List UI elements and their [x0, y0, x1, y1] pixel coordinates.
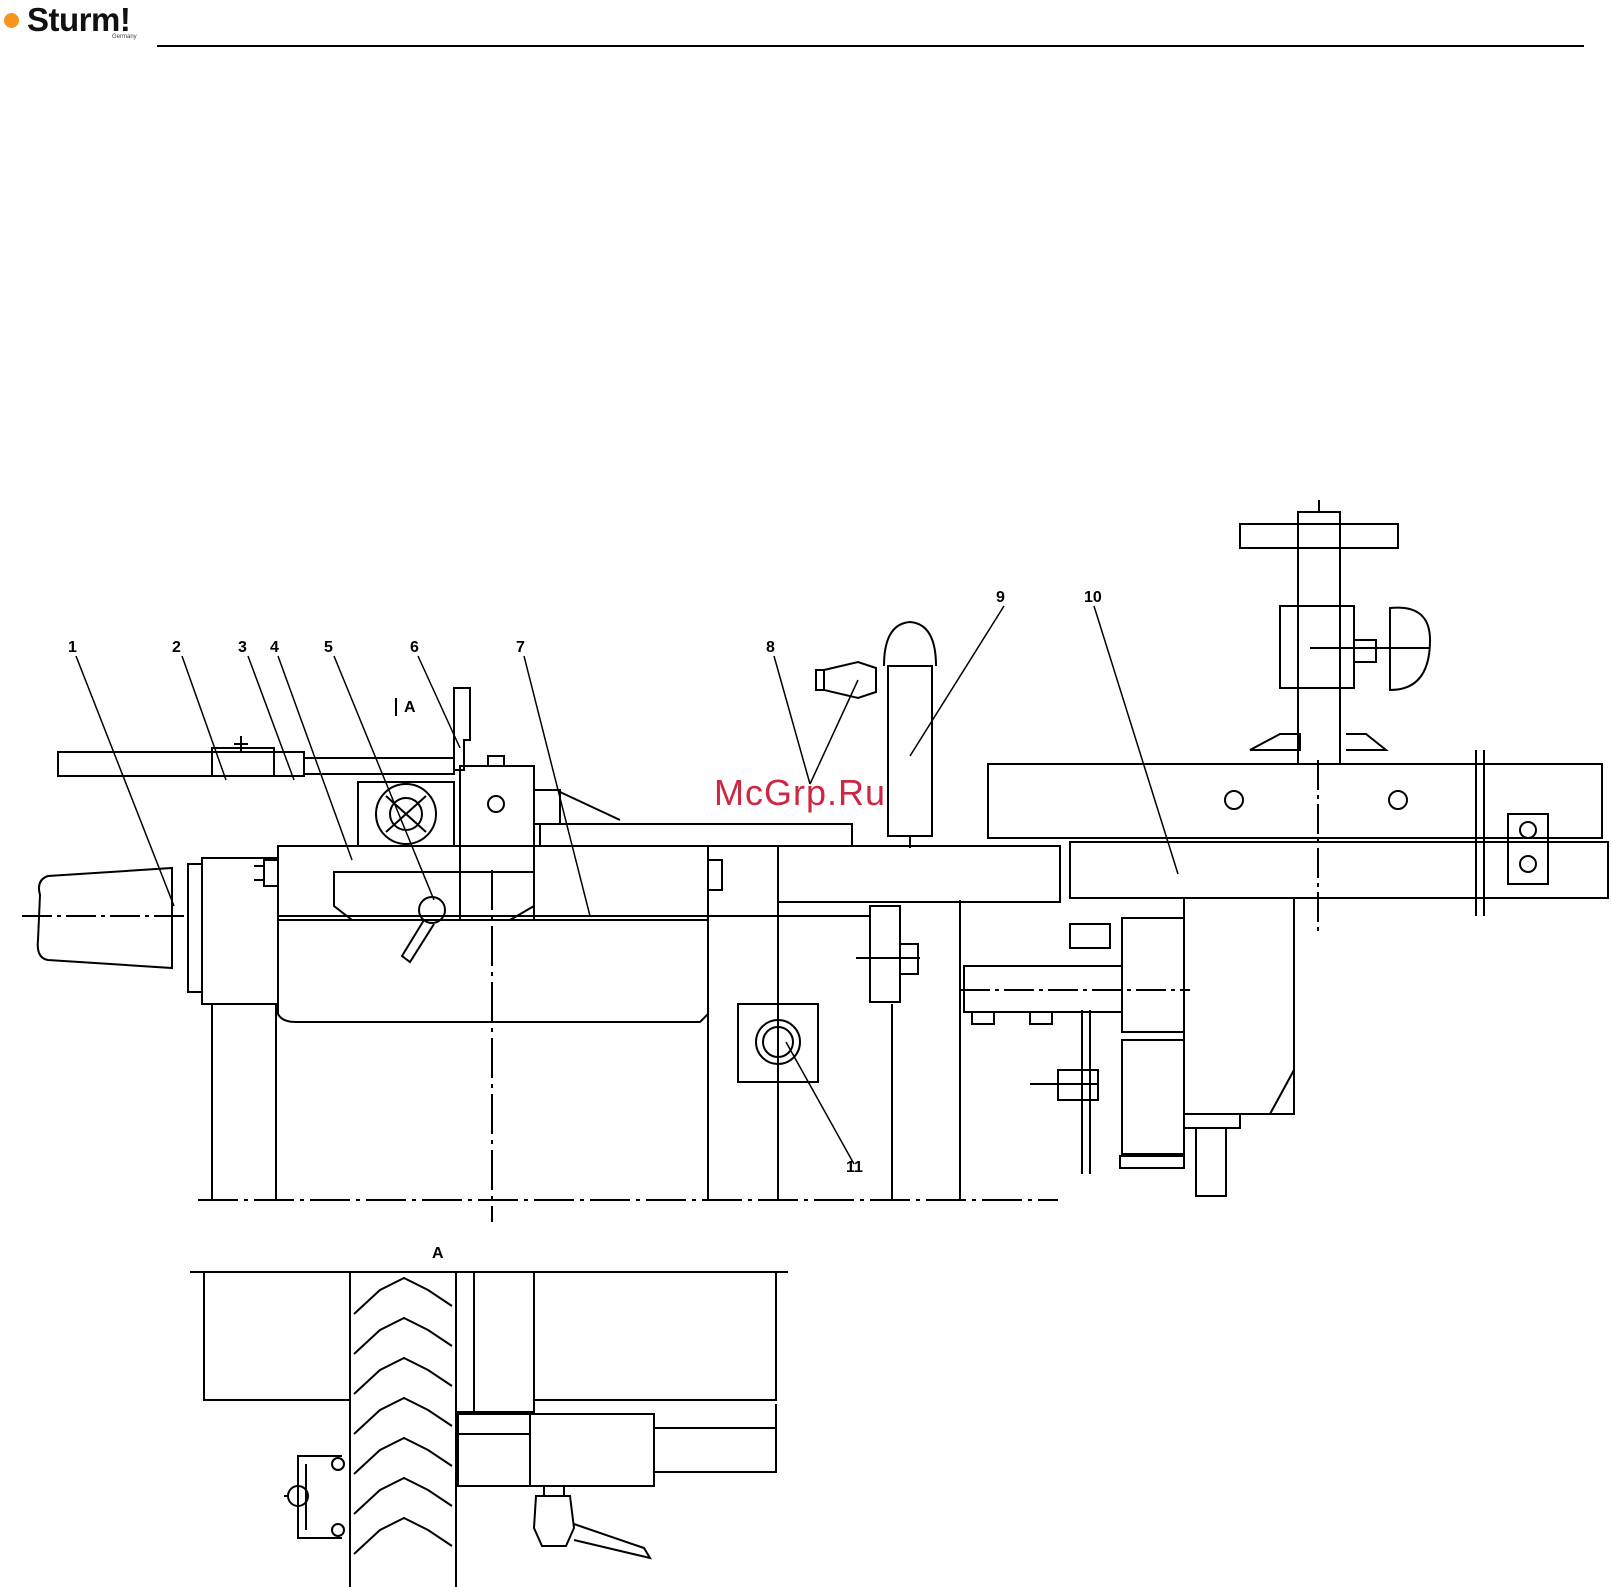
watermark: McGrp.Ru: [714, 772, 886, 814]
callout-labels: 1 2 3 4 5 6 7 8 9 10 11 A A: [68, 589, 1102, 1262]
view-marker: A: [404, 699, 416, 716]
callout-6: 6: [410, 639, 419, 656]
detail-view-a: [190, 1272, 788, 1587]
detail-view-label: A: [432, 1245, 444, 1262]
callout-8: 8: [766, 639, 775, 656]
callout-2: 2: [172, 639, 181, 656]
callout-10: 10: [1084, 589, 1102, 606]
callout-7: 7: [516, 639, 525, 656]
callout-11: 11: [846, 1159, 863, 1176]
main-elevation-view: [22, 500, 1608, 1222]
callout-1: 1: [68, 639, 77, 656]
callout-3: 3: [238, 639, 247, 656]
callout-9: 9: [996, 589, 1005, 606]
callout-5: 5: [324, 639, 333, 656]
callout-4: 4: [270, 639, 279, 656]
callout-leaders: [76, 606, 1178, 1164]
